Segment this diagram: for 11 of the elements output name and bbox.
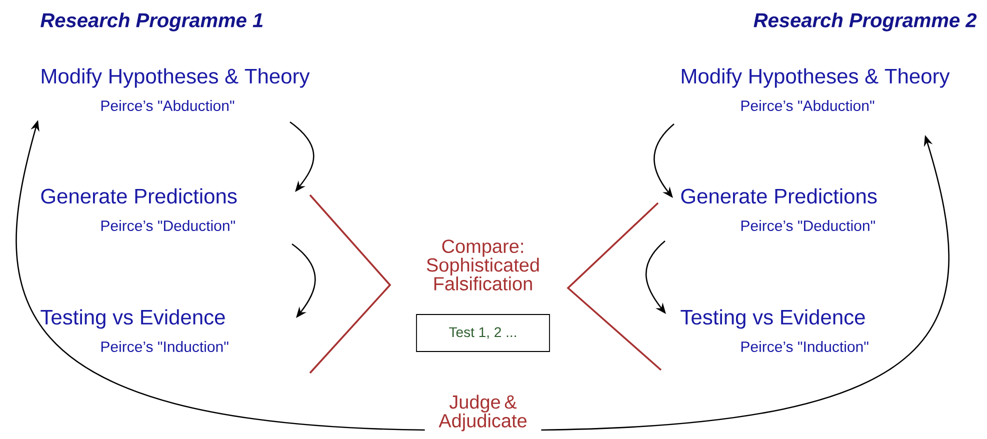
programme-heading: Research Programme 1 (40, 12, 263, 32)
judge-text: Judge & Adjudicate (438, 394, 527, 432)
step-text: Testing vs Evidence Peirce’s "Induction" (680, 309, 868, 352)
compare-text: Compare: Sophisticated Falsification (426, 240, 539, 290)
programme-heading: Research Programme 2 (754, 12, 977, 32)
step-text: Modify Hypotheses & Theory Peirce’s "Abduction" (42, 68, 310, 112)
step-text: Generate Predictions Peirce’s "Deduction" (681, 188, 877, 232)
test-box: Test 1, 2 ... (416, 314, 550, 352)
step-text: Generate Predictions Peirce’s "Deduction" (41, 188, 237, 232)
step-text: Modify Hypotheses & Theory Peirce’s "Abduction" (682, 68, 950, 112)
step-text: Testing vs Evidence Peirce’s "Induction" (40, 309, 228, 352)
